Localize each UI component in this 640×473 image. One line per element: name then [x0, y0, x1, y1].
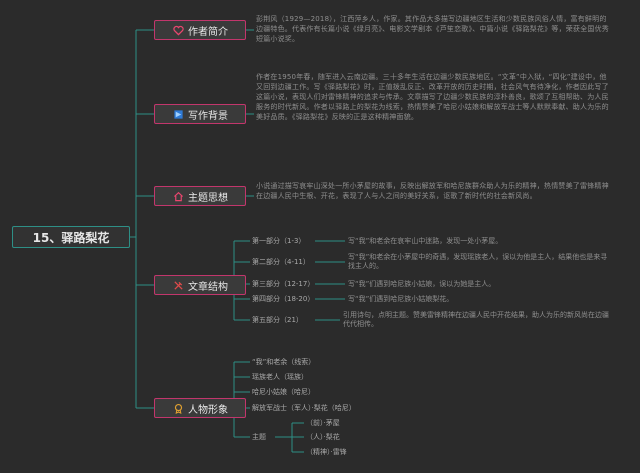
- character-item-1[interactable]: “我”和老余（线索）: [252, 358, 316, 366]
- structure-desc-3: 写“我”们遇到哈尼族小姑娘，误以为她是主人。: [348, 280, 496, 288]
- structure-desc-2: 写“我”和老余在小茅屋中的奇遇，发现瑶族老人，误以为他是主人，结果他也是来寻找主…: [348, 253, 608, 270]
- theme-text: 小说通过描写哀牢山深处一所小茅屋的故事，反映出解放军和哈尼族群众助人为乐的精神，…: [256, 182, 609, 200]
- flag-icon: [172, 108, 184, 120]
- structure-part-2[interactable]: 第二部分（4-11）: [252, 258, 310, 266]
- character-item-2[interactable]: 瑶族老人（瑶族）: [252, 373, 308, 381]
- tools-icon: [172, 279, 184, 291]
- structure-part-5[interactable]: 第五部分（21）: [252, 316, 303, 324]
- branch-author[interactable]: 作者简介: [154, 20, 246, 40]
- author-text: 彭荆风（1929—2018），江西萍乡人，作家。其作品大多描写边疆地区生活和少数…: [256, 15, 609, 43]
- branch-label: 主题思想: [188, 192, 228, 204]
- background-text: 作者在1950年春，随军进入云南边疆。三十多年生活在边疆少数民族地区。“文革”中…: [256, 73, 609, 121]
- structure-desc-4: 写“我”们遇到哈尼族小姑娘梨花。: [348, 295, 454, 303]
- branch-label: 人物形象: [188, 404, 228, 416]
- root-node[interactable]: 15、驿路梨花: [12, 226, 130, 248]
- structure-desc-5: 引用诗句，点明主题。赞美雷锋精神在边疆人民中开花结果，助人为乐的新风尚在边疆代代…: [343, 311, 609, 328]
- structure-desc-1: 写“我”和老余在哀牢山中迷路，发现一处小茅屋。: [348, 237, 503, 245]
- character-item-5[interactable]: 主题: [252, 433, 266, 441]
- medal-icon: [172, 402, 184, 414]
- branch-label: 作者简介: [188, 26, 228, 38]
- branch-label: 写作背景: [188, 110, 228, 122]
- theme-sub-2[interactable]: （人）·梨花: [306, 433, 340, 441]
- structure-part-3[interactable]: 第三部分（12-17）: [252, 280, 315, 288]
- branch-characters[interactable]: 人物形象: [154, 398, 246, 418]
- home-icon: [172, 190, 184, 202]
- theme-sub-3[interactable]: （精神）·雷锋: [306, 448, 347, 456]
- character-item-4[interactable]: 解放军战士（军人）·梨花（哈尼）: [252, 404, 356, 412]
- theme-sub-1[interactable]: （前）·茅屋: [306, 419, 340, 427]
- branch-background[interactable]: 写作背景: [154, 104, 246, 124]
- structure-part-1[interactable]: 第一部分（1-3）: [252, 237, 306, 245]
- branch-theme[interactable]: 主题思想: [154, 186, 246, 206]
- structure-part-4[interactable]: 第四部分（18-20）: [252, 295, 315, 303]
- heart-icon: [172, 24, 184, 36]
- branch-structure[interactable]: 文章结构: [154, 275, 246, 295]
- character-item-3[interactable]: 哈尼小姑娘（哈尼）: [252, 388, 315, 396]
- branch-label: 文章结构: [188, 281, 228, 293]
